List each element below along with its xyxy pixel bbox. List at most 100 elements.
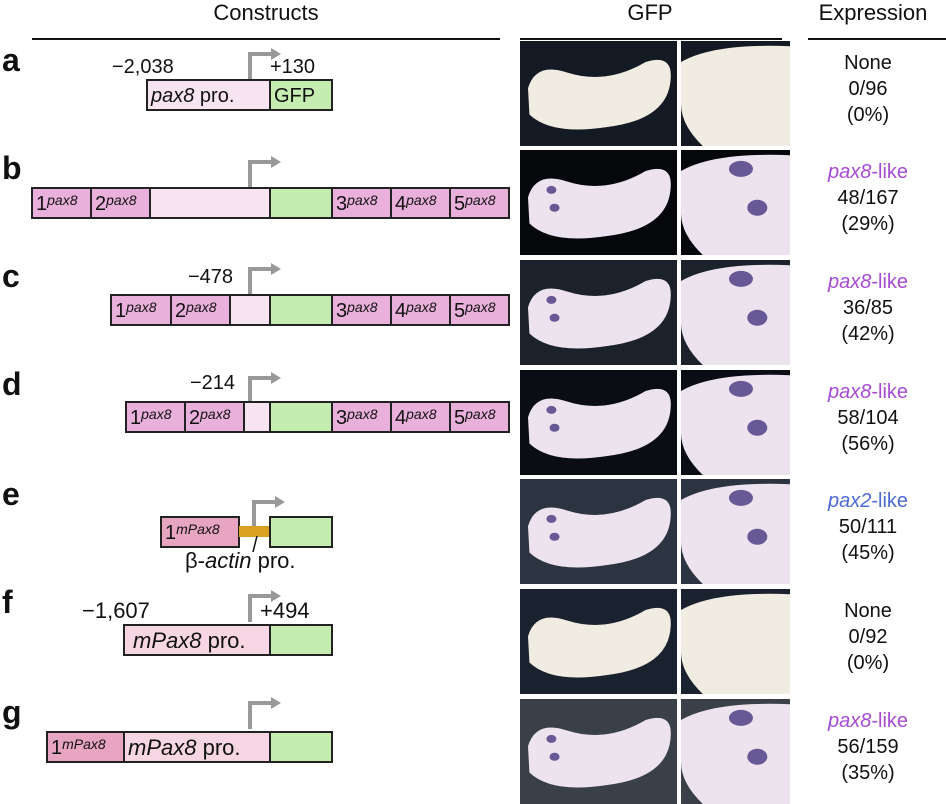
constructs-header: Constructs	[213, 0, 319, 25]
exon-5-box: 5pax8	[449, 294, 510, 326]
expression-result: pax8-like 56/159 (35%)	[790, 708, 946, 786]
expression-result: pax8-like 48/167 (29%)	[790, 159, 946, 237]
mpax8-promoter-box: mPax8 pro.	[123, 731, 271, 763]
embryo-head-stained-image	[681, 479, 790, 584]
row-letter: d	[2, 366, 22, 402]
exon-5-box: 5pax8	[449, 187, 510, 219]
expression-count: 36/85	[842, 297, 894, 319]
embryo-whole-stained-image	[520, 150, 677, 255]
tss-arrow-icon	[248, 48, 281, 80]
exon-1-box: 1pax8	[125, 401, 187, 433]
expression-percent: (0%)	[846, 652, 890, 674]
exon-5-box: 5pax8	[449, 401, 510, 433]
exon-1-box: 1pax8	[31, 187, 93, 219]
expression-result: pax8-like 36/85 (42%)	[790, 269, 946, 347]
start-coordinate: −1,607	[82, 598, 150, 623]
mpax8-promoter-box: mPax8 pro.	[123, 624, 271, 656]
end-coordinate: +494	[260, 598, 310, 623]
beta-actin-leader-line	[252, 536, 258, 552]
embryo-head-unstained-image	[681, 589, 790, 694]
exon-2-box: 2pax8	[184, 401, 246, 433]
tss-arrow-icon	[248, 697, 281, 729]
end-coordinate: +130	[270, 56, 316, 78]
gfp-box	[269, 731, 333, 763]
tss-arrow-icon	[248, 372, 281, 404]
expression-pattern: pax8-like	[827, 381, 909, 403]
expression-pattern: None	[844, 52, 892, 74]
tss-arrow-icon	[248, 156, 281, 188]
tss-arrow-icon	[248, 590, 281, 622]
expression-count: 0/96	[848, 78, 888, 100]
row-letter: e	[2, 476, 20, 512]
exon-2-box: 2pax8	[170, 294, 232, 326]
expression-percent: (56%)	[841, 433, 895, 455]
gfp-divider	[520, 38, 782, 40]
gfp-box	[269, 294, 333, 326]
exon-2-box: 2pax8	[90, 187, 152, 219]
expression-count: 56/159	[837, 736, 899, 758]
expression-count: 48/167	[837, 187, 899, 209]
embryo-head-unstained-image	[681, 41, 790, 146]
embryo-whole-unstained-image	[520, 589, 677, 694]
expression-count: 50/111	[838, 516, 898, 538]
embryo-whole-stained-image	[520, 260, 677, 365]
expression-percent: (0%)	[846, 104, 890, 126]
mpax8-exon-1-box: 1mPax8	[160, 516, 240, 548]
gfp-box	[269, 516, 333, 548]
expression-count: 0/92	[848, 626, 888, 648]
embryo-head-stained-image	[681, 150, 790, 255]
expression-percent: (29%)	[841, 213, 895, 235]
exon-4-box: 4pax8	[390, 187, 452, 219]
embryo-whole-stained-image	[520, 370, 677, 475]
expression-pattern: pax8-like	[827, 710, 909, 732]
mpax8-exon-1-box: 1mPax8	[46, 731, 125, 763]
pax8-promoter-box: pax8 pro.	[146, 79, 271, 111]
constructs-divider	[32, 38, 500, 40]
pax8-promoter-box	[243, 401, 271, 433]
expression-pattern: pax2-like	[827, 490, 909, 512]
exon-4-box: 4pax8	[390, 401, 452, 433]
start-coordinate: −478	[188, 266, 234, 288]
embryo-whole-stained-image	[520, 699, 677, 804]
exon-3-box: 3pax8	[331, 401, 393, 433]
exon-4-box: 4pax8	[390, 294, 452, 326]
gfp-box	[269, 401, 333, 433]
pax8-promoter-box	[229, 294, 271, 326]
row-letter: f	[2, 584, 13, 620]
start-coordinate: −2,038	[112, 56, 174, 78]
expression-percent: (42%)	[841, 323, 895, 345]
embryo-whole-unstained-image	[520, 41, 677, 146]
start-coordinate: −214	[190, 372, 236, 394]
row-letter: g	[2, 694, 22, 730]
exon-3-box: 3pax8	[331, 294, 393, 326]
expression-pattern: pax8-like	[827, 161, 909, 183]
pax8-promoter-box	[149, 187, 271, 219]
gfp-header: GFP	[627, 0, 673, 25]
expression-result: None 0/92 (0%)	[790, 598, 946, 676]
expression-pattern: pax8-like	[827, 271, 909, 293]
expression-header: Expression	[818, 0, 928, 25]
expression-divider	[808, 38, 946, 40]
expression-result: pax2-like 50/111 (45%)	[790, 488, 946, 566]
beta-actin-label: β-actin pro.	[185, 548, 296, 573]
gfp-box	[269, 624, 333, 656]
embryo-head-stained-image	[681, 370, 790, 475]
embryo-whole-stained-image	[520, 479, 677, 584]
gfp-box	[269, 187, 333, 219]
expression-result: pax8-like 58/104 (56%)	[790, 379, 946, 457]
expression-percent: (35%)	[841, 762, 895, 784]
expression-count: 58/104	[837, 407, 899, 429]
expression-result: None 0/96 (0%)	[790, 50, 946, 128]
tss-arrow-icon	[252, 496, 285, 528]
exon-1-box: 1pax8	[110, 294, 173, 326]
row-letter: c	[2, 258, 20, 294]
beta-actin-promoter-bar	[239, 526, 270, 537]
gfp-box: GFP	[269, 79, 333, 111]
tss-arrow-icon	[248, 263, 281, 295]
embryo-head-stained-image	[681, 699, 790, 804]
embryo-head-stained-image	[681, 260, 790, 365]
expression-percent: (45%)	[841, 542, 895, 564]
exon-3-box: 3pax8	[331, 187, 393, 219]
row-letter: b	[2, 150, 22, 186]
expression-pattern: None	[844, 600, 892, 622]
